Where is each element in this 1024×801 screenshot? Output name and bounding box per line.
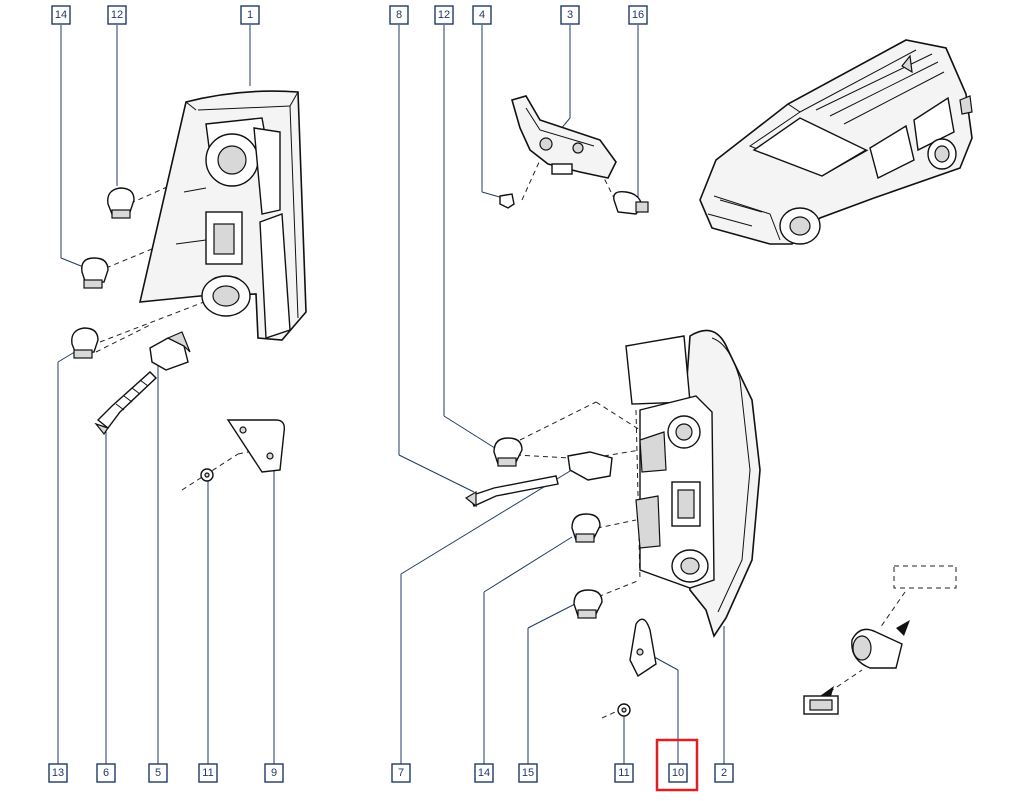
callout-text: 12 (438, 9, 450, 21)
wiring-harness-8 (464, 475, 559, 508)
callout-label: 12 (434, 5, 454, 25)
callout-label: 11 (198, 763, 218, 783)
callout-label-highlighted[interactable]: 10 (655, 738, 699, 792)
callout-text: 13 (52, 767, 64, 779)
callout-label: 6 (96, 763, 116, 783)
bracket-3 (511, 95, 617, 179)
callout-text: 16 (632, 9, 644, 21)
callout-label: 8 (389, 5, 409, 25)
detail-inset (803, 565, 957, 715)
callout-text: 14 (478, 767, 490, 779)
callout-label: 4 (472, 5, 492, 25)
callout-text: 1 (247, 9, 253, 21)
callout-label: 15 (518, 763, 538, 783)
callout-text: 15 (522, 767, 534, 779)
callout-label: 2 (714, 763, 734, 783)
socket-5 (149, 331, 191, 371)
callout-label: 13 (48, 763, 68, 783)
socket-7 (567, 451, 613, 481)
callout-label: 9 (264, 763, 284, 783)
left-lamp-assembly (138, 90, 307, 341)
callout-label: 14 (51, 5, 71, 25)
callout-label: 1 (240, 5, 260, 25)
highlight-frame (655, 738, 699, 792)
callout-text: 2 (721, 767, 727, 779)
right-bulb-12 (493, 437, 523, 467)
callout-text: 3 (567, 9, 573, 21)
right-bulb-15 (573, 589, 603, 619)
callout-text: 4 (479, 9, 485, 21)
callout-text: 12 (111, 9, 123, 21)
callout-label: 11 (614, 763, 634, 783)
wiring-harness-6 (94, 371, 158, 436)
callouts-bottom: 13 6 5 11 9 7 14 15 (48, 738, 734, 792)
reflector-10 (629, 618, 657, 678)
screw-11-left (200, 468, 214, 482)
callout-label: 5 (148, 763, 168, 783)
callout-label: 14 (474, 763, 494, 783)
bulb-16 (613, 190, 649, 215)
left-bulb-13 (71, 327, 99, 359)
left-bulb-12 (107, 187, 135, 219)
leader-lines (57, 25, 725, 764)
callout-text: 10 (672, 767, 684, 779)
left-bulb-14 (81, 257, 109, 289)
callout-label: 7 (391, 763, 411, 783)
callout-text: 9 (271, 767, 277, 779)
reflector-9 (226, 419, 286, 473)
callout-text: 7 (398, 767, 404, 779)
callout-label: 3 (560, 5, 580, 25)
callout-text: 5 (155, 767, 161, 779)
callout-text: 8 (396, 9, 402, 21)
screw-4 (499, 193, 515, 209)
callout-text: 11 (202, 767, 213, 779)
right-bulb-14 (571, 513, 601, 543)
callout-text: 11 (618, 767, 629, 779)
callout-label: 16 (628, 5, 648, 25)
callout-text: 14 (55, 9, 67, 21)
callout-label: 12 (107, 5, 127, 25)
callout-text: 6 (103, 767, 109, 779)
vehicle-illustration (699, 39, 973, 245)
right-lamp-assembly (625, 329, 761, 638)
screw-11-right (617, 703, 631, 717)
callouts-top: 14 12 1 8 12 4 3 16 (51, 5, 648, 25)
